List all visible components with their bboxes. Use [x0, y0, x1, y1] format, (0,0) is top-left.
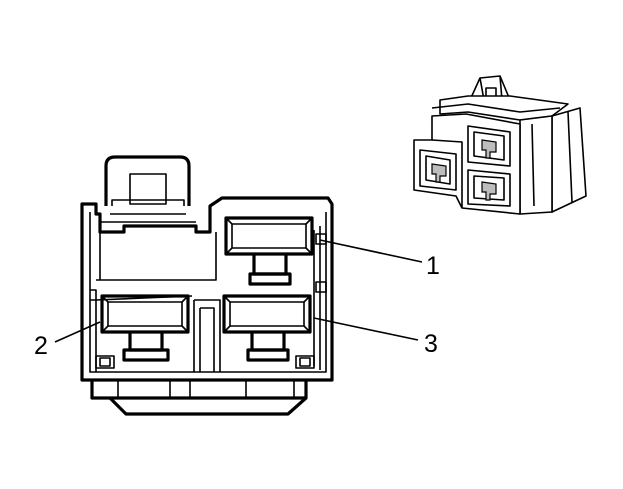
terminal-2-cavity [100, 294, 190, 362]
leader-line-1 [319, 239, 423, 263]
leader-line-2 [54, 321, 101, 343]
callout-label-2: 2 [34, 332, 48, 360]
leader-line-3 [313, 317, 419, 341]
callout-label-1: 1 [426, 252, 440, 280]
connector-isometric-view [413, 75, 587, 215]
terminal-3-cavity [222, 294, 312, 362]
callout-label-3: 3 [424, 330, 438, 358]
connector-front-view [80, 155, 334, 416]
terminal-1-cavity [224, 216, 314, 286]
